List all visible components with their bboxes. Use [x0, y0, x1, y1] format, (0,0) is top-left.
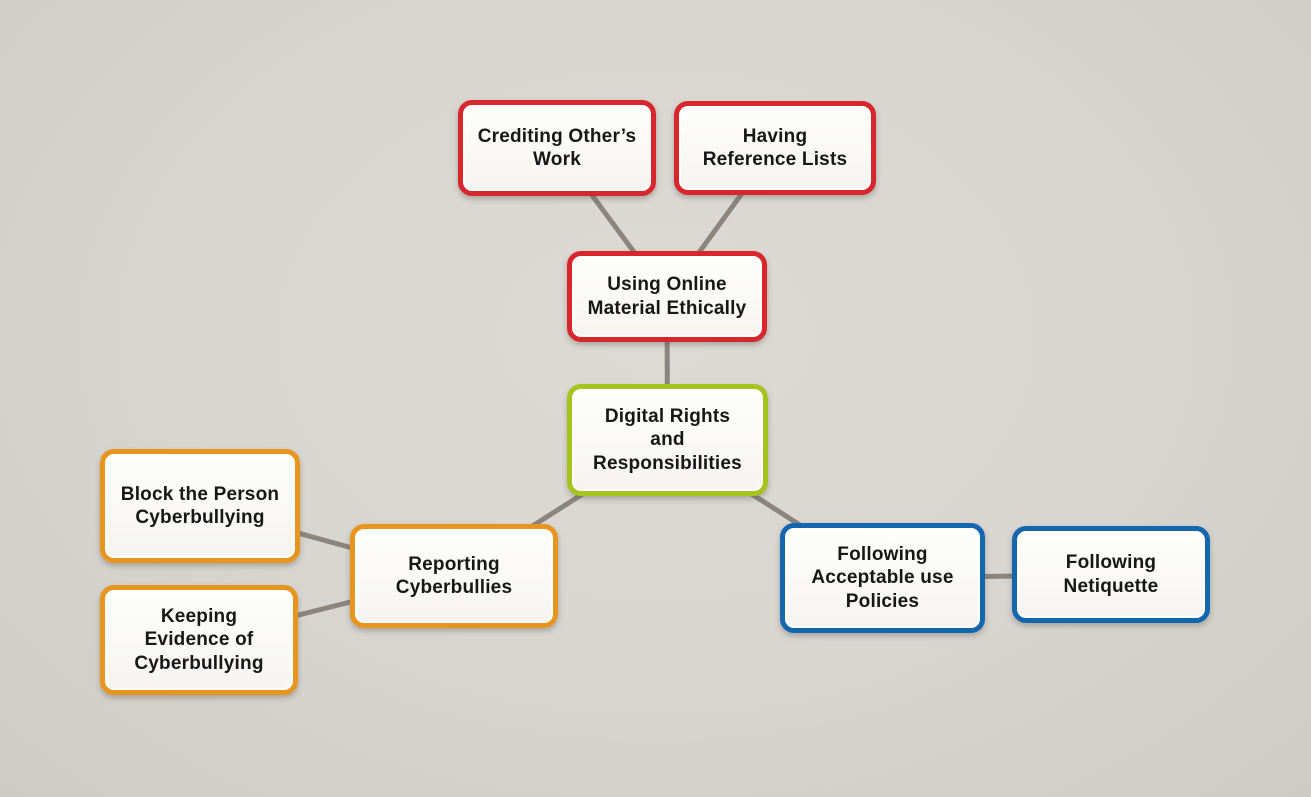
node-label: Having Reference Lists — [702, 125, 848, 170]
node-crediting-others-work[interactable]: Crediting Other’s Work — [458, 100, 656, 196]
node-following-netiquette[interactable]: Following Netiquette — [1012, 526, 1210, 623]
node-reporting-cyberbullies[interactable]: Reporting Cyberbullies — [350, 524, 558, 628]
node-digital-rights-and-responsibilities[interactable]: Digital Rights and Responsibilities — [567, 384, 768, 496]
node-keeping-evidence-of-cyberbullying[interactable]: Keeping Evidence of Cyberbullying — [100, 585, 298, 695]
node-label: Block the Person Cyberbullying — [120, 483, 280, 528]
node-block-the-person-cyberbullying[interactable]: Block the Person Cyberbullying — [100, 449, 300, 563]
node-label: Reporting Cyberbullies — [395, 553, 513, 598]
node-having-reference-lists[interactable]: Having Reference Lists — [674, 101, 876, 195]
node-following-acceptable-use-policies[interactable]: Following Acceptable use Policies — [780, 523, 985, 633]
node-label: Keeping Evidence of Cyberbullying — [134, 606, 264, 674]
node-label: Crediting Other’s Work — [477, 125, 637, 170]
node-using-online-material-ethically[interactable]: Using Online Material Ethically — [567, 251, 767, 342]
node-label: Using Online Material Ethically — [587, 274, 747, 319]
node-label: Digital Rights and Responsibilities — [593, 406, 742, 474]
node-label: Following Netiquette — [1063, 552, 1159, 597]
node-label: Following Acceptable use Policies — [811, 544, 954, 612]
